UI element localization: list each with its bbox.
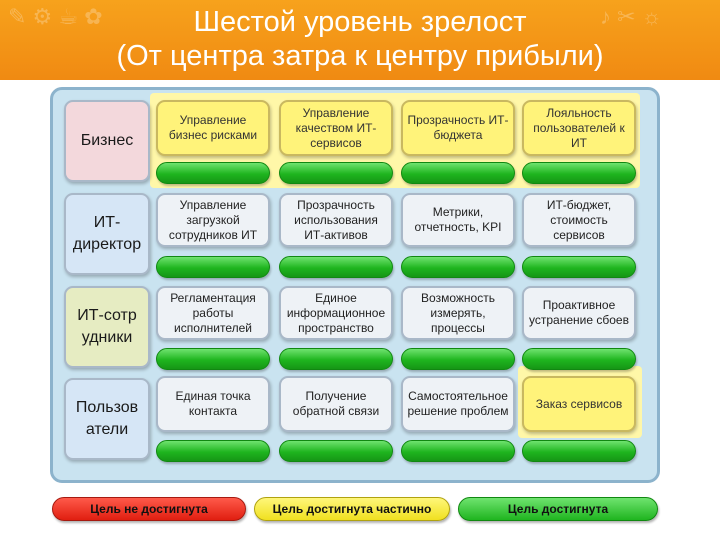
status-pill: [522, 162, 636, 184]
decorative-icons: ✎ ⚙ ☕ ✿: [8, 4, 103, 29]
cell-work-regulation: Регламентация работы исполнителей: [156, 286, 270, 340]
cell-it-budget-transparency: Прозрачность ИТ-бюджета: [401, 100, 515, 156]
row-label-it-staff: ИТ-сотрудники: [64, 286, 150, 368]
row-label-business: Бизнес: [64, 100, 150, 182]
legend-goal-partially-reached: Цель достигнута частично: [254, 497, 450, 521]
decorative-icons-right: ♪ ✂ ☼: [600, 4, 662, 29]
status-pill: [279, 348, 393, 370]
status-pill: [401, 162, 515, 184]
title-line-1: Шестой уровень зрелост: [193, 6, 527, 38]
status-pill: [279, 440, 393, 462]
cell-metrics-kpi: Метрики, отчетность, KPI: [401, 193, 515, 247]
row-label-users-text: Пользователи: [75, 399, 139, 438]
title-line-2: (От центра затра к центру прибыли): [116, 40, 604, 72]
cell-it-service-quality: Управление качеством ИТ-сервисов: [279, 100, 393, 156]
row-label-it-director-text: ИТ-директор: [72, 214, 142, 253]
status-pill: [401, 440, 515, 462]
legend-goal-not-reached: Цель не достигнута: [52, 497, 246, 521]
legend-goal-reached: Цель достигнута: [458, 497, 658, 521]
cell-feedback: Получение обратной связи: [279, 376, 393, 432]
cell-proactive-fixing: Проактивное устранение сбоев: [522, 286, 636, 340]
status-pill: [522, 256, 636, 278]
status-pill: [156, 348, 270, 370]
row-label-it-staff-text: ИТ-сотрудники: [77, 307, 137, 346]
cell-staff-workload: Управление загрузкой сотрудников ИТ: [156, 193, 270, 247]
status-pill: [401, 348, 515, 370]
status-pill: [156, 256, 270, 278]
status-pill: [279, 162, 393, 184]
status-pill: [279, 256, 393, 278]
status-pill: [156, 440, 270, 462]
cell-unified-info-space: Единое информационное пространство: [279, 286, 393, 340]
cell-asset-transparency: Прозрачность использования ИТ-активов: [279, 193, 393, 247]
row-label-it-director: ИТ-директор: [64, 193, 150, 275]
status-pill: [156, 162, 270, 184]
cell-single-contact: Единая точка контакта: [156, 376, 270, 432]
cell-measure-processes: Возможность измерять, процессы: [401, 286, 515, 340]
status-pill: [522, 440, 636, 462]
cell-self-service: Самостоятельное решение проблем: [401, 376, 515, 432]
status-pill: [522, 348, 636, 370]
row-label-users: Пользователи: [64, 378, 150, 460]
title-banner: ✎ ⚙ ☕ ✿ ♪ ✂ ☼ Шестой уровень зрелост (От…: [0, 0, 720, 80]
cell-budget-service-cost: ИТ-бюджет, стоимость сервисов: [522, 193, 636, 247]
cell-user-loyalty: Лояльность пользователей к ИТ: [522, 100, 636, 156]
status-pill: [401, 256, 515, 278]
cell-business-risk: Управление бизнес рисками: [156, 100, 270, 156]
cell-order-services: Заказ сервисов: [522, 376, 636, 432]
